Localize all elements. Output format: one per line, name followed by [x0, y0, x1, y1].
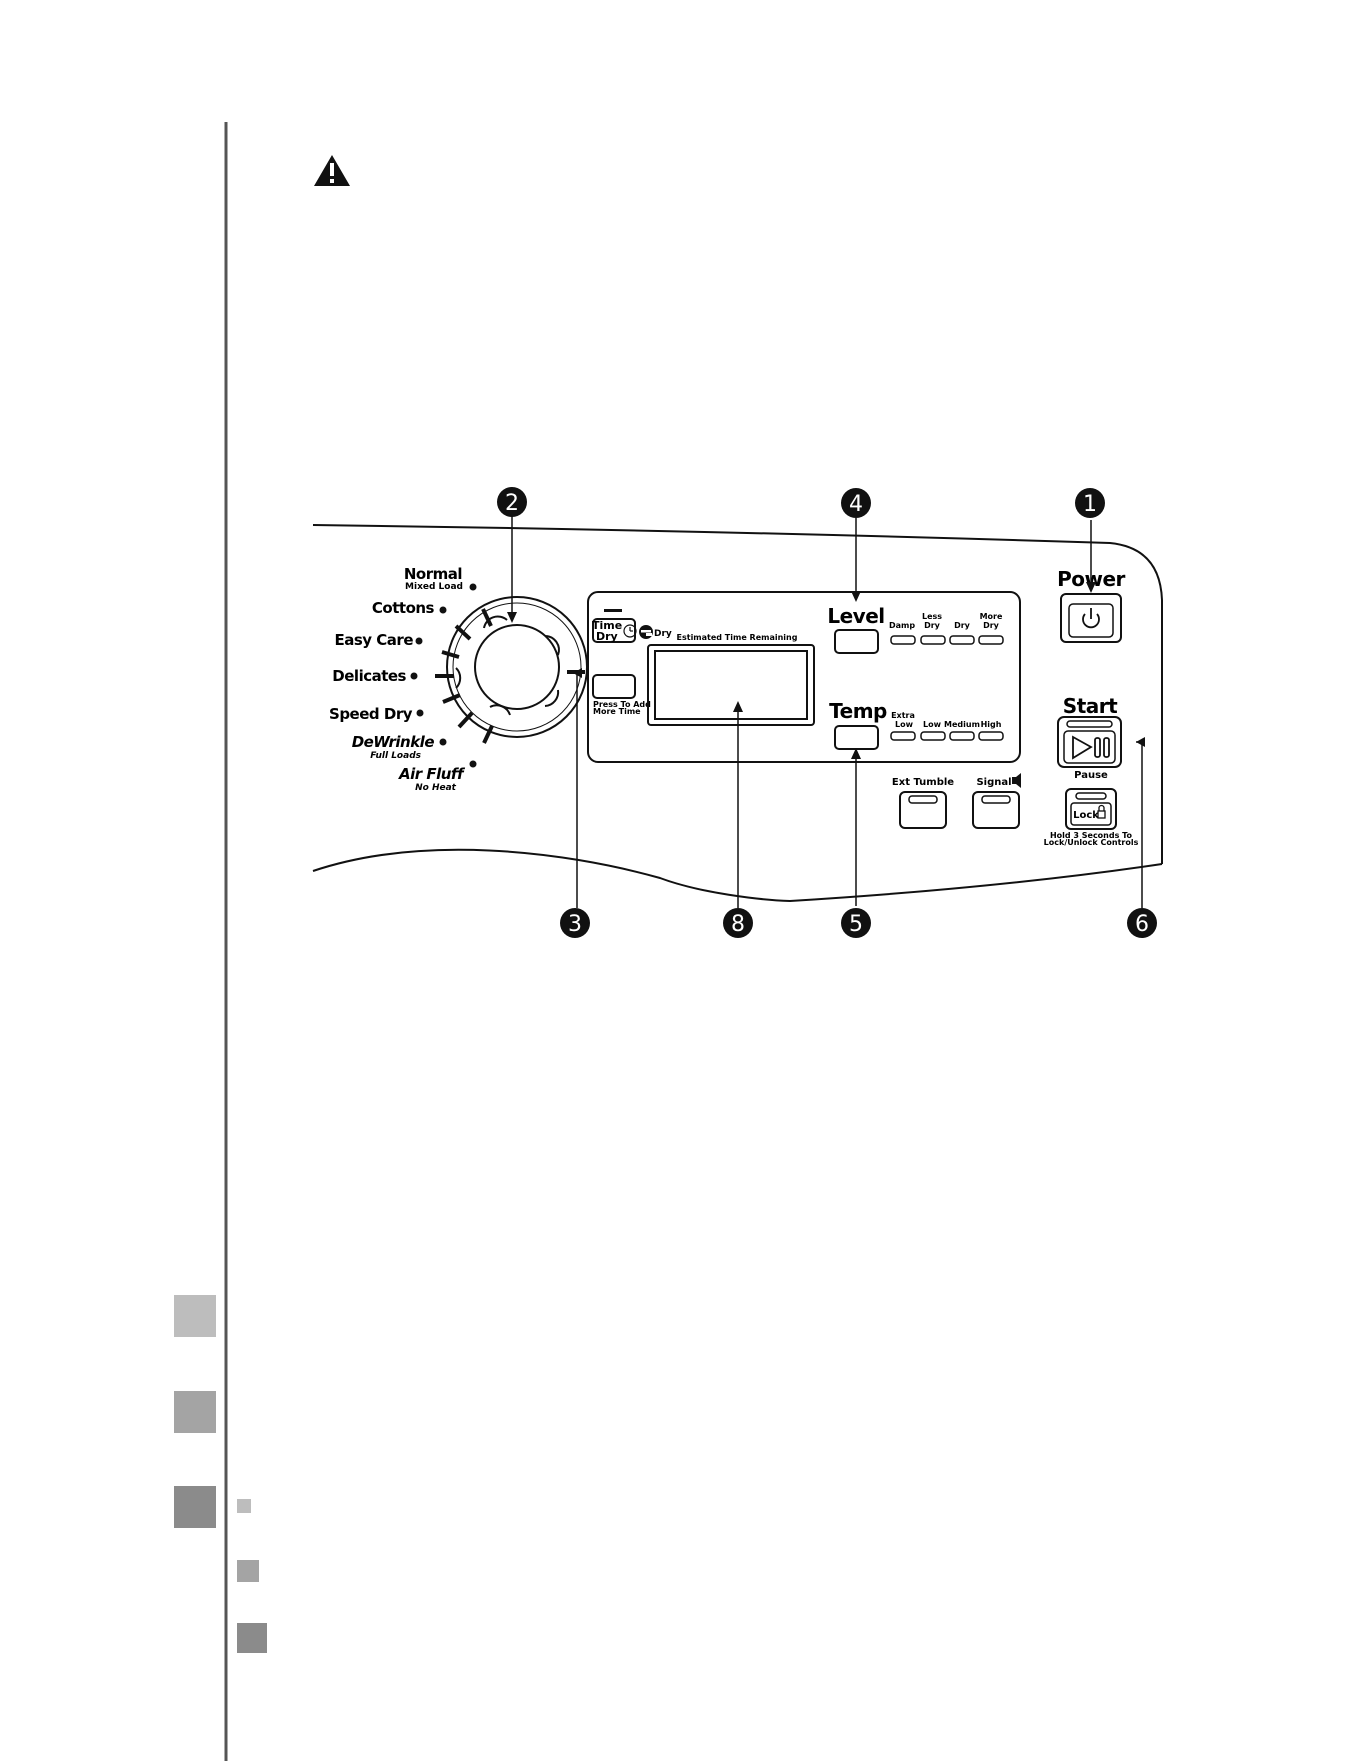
- lock-note1: Hold 3 Seconds To: [1050, 831, 1133, 840]
- display-caption: Estimated Time Remaining: [677, 633, 798, 642]
- lock-button[interactable]: [1065, 788, 1117, 830]
- edry-label: Dry: [654, 629, 672, 639]
- callout-5: 5: [841, 908, 871, 938]
- legend-swatch-medium: [237, 1560, 259, 1582]
- cycle-label-cottons: Cottons: [372, 599, 435, 617]
- cycle-selector-knob[interactable]: [446, 596, 588, 738]
- level-indicators: [890, 635, 1004, 645]
- cycle-label-easy-care: Easy Care: [335, 631, 414, 649]
- temp-opt1-l1: Extra: [891, 711, 915, 720]
- callout-6: 6: [1127, 908, 1157, 938]
- level-opt3-l2: Dry: [954, 621, 971, 630]
- time-dry-button[interactable]: [592, 674, 636, 699]
- display-screen: [654, 650, 808, 720]
- svg-text:1: 1: [1083, 492, 1097, 517]
- legend-swatch-light: [237, 1499, 251, 1513]
- level-opt2-l1: Less: [922, 612, 942, 621]
- cycle-dots: [410, 583, 477, 768]
- callout-2: 2: [497, 487, 527, 517]
- cycle-label-air-fluff: Air Fluff: [398, 765, 466, 783]
- level-button[interactable]: [834, 629, 879, 654]
- lock-note2: Lock/Unlock Controls: [1044, 838, 1139, 847]
- callout-3: 3: [560, 908, 590, 938]
- cycle-label-delicates: Delicates: [332, 667, 406, 685]
- ext-tumble-button[interactable]: [899, 791, 947, 829]
- legend-swatch-dark: [237, 1623, 267, 1653]
- temp-opt4-l2: High: [981, 720, 1002, 729]
- pause-label: Pause: [1074, 770, 1108, 781]
- signal-label: Signal: [976, 777, 1011, 788]
- warning-icon: [314, 155, 350, 186]
- svg-text:6: 6: [1135, 912, 1149, 937]
- callout-4: 4: [841, 488, 871, 518]
- time-dry-note1: Press To Add: [593, 700, 651, 709]
- tab-marker-light: [174, 1295, 216, 1337]
- temp-opt1-l2: Low: [895, 720, 914, 729]
- temp-opt3-l2: Medium: [944, 720, 980, 729]
- time-dry-line2: Dry: [596, 630, 618, 643]
- e-logo-icon: [639, 625, 653, 639]
- console-outline: [312, 524, 1163, 903]
- lock-label: Lock: [1073, 810, 1099, 821]
- cycle-ticks: [435, 608, 585, 744]
- temp-title: Temp: [829, 699, 887, 723]
- svg-text:3: 3: [568, 912, 582, 937]
- svg-text:8: 8: [731, 912, 745, 937]
- temp-indicators: [890, 731, 1004, 741]
- leader-arrowheads: [507, 582, 1145, 759]
- level-title: Level: [827, 604, 884, 628]
- time-dry-note2: More Time: [593, 707, 641, 716]
- svg-text:5: 5: [849, 912, 863, 937]
- level-opt4-l1: More: [980, 612, 1003, 621]
- callout-8: 8: [723, 908, 753, 938]
- signal-button[interactable]: [972, 791, 1020, 829]
- start-label: Start: [1063, 694, 1118, 718]
- power-icon: [1082, 608, 1100, 629]
- play-pause-icon: [1072, 735, 1110, 760]
- edry-button[interactable]: [592, 618, 636, 643]
- svg-text:4: 4: [849, 492, 863, 517]
- cycle-sub-dewrinkle: Full Loads: [370, 751, 421, 761]
- tab-marker-medium: [174, 1391, 216, 1433]
- tab-marker-dark: [174, 1486, 216, 1528]
- speaker-icon: [1012, 773, 1021, 788]
- temp-opt2-l2: Low: [923, 720, 942, 729]
- clock-icon: [623, 624, 637, 638]
- cycle-sub-air-fluff: No Heat: [415, 783, 457, 793]
- ext-tumble-label: Ext Tumble: [892, 777, 954, 788]
- control-box: [587, 591, 1021, 763]
- cycle-label-dewrinkle: DeWrinkle: [352, 733, 435, 751]
- cycle-label-speed-dry: Speed Dry: [329, 705, 413, 723]
- temp-button[interactable]: [834, 725, 879, 750]
- time-dry-line1: Time: [592, 619, 622, 632]
- callout-1: 1: [1075, 488, 1105, 518]
- level-opt4-l2: Dry: [983, 621, 1000, 630]
- display-outer: [647, 644, 815, 726]
- svg-text:2: 2: [505, 491, 519, 516]
- level-opt2-l2: Dry: [924, 621, 941, 630]
- cycle-label-normal: Normal: [404, 565, 462, 583]
- level-opt1-l2: Damp: [889, 621, 915, 630]
- start-pause-button[interactable]: [1057, 716, 1122, 768]
- cycle-sub-normal: Mixed Load: [405, 582, 463, 592]
- edry-indicator: [604, 609, 622, 612]
- lock-icon: [1097, 804, 1106, 819]
- power-button[interactable]: [1060, 593, 1122, 643]
